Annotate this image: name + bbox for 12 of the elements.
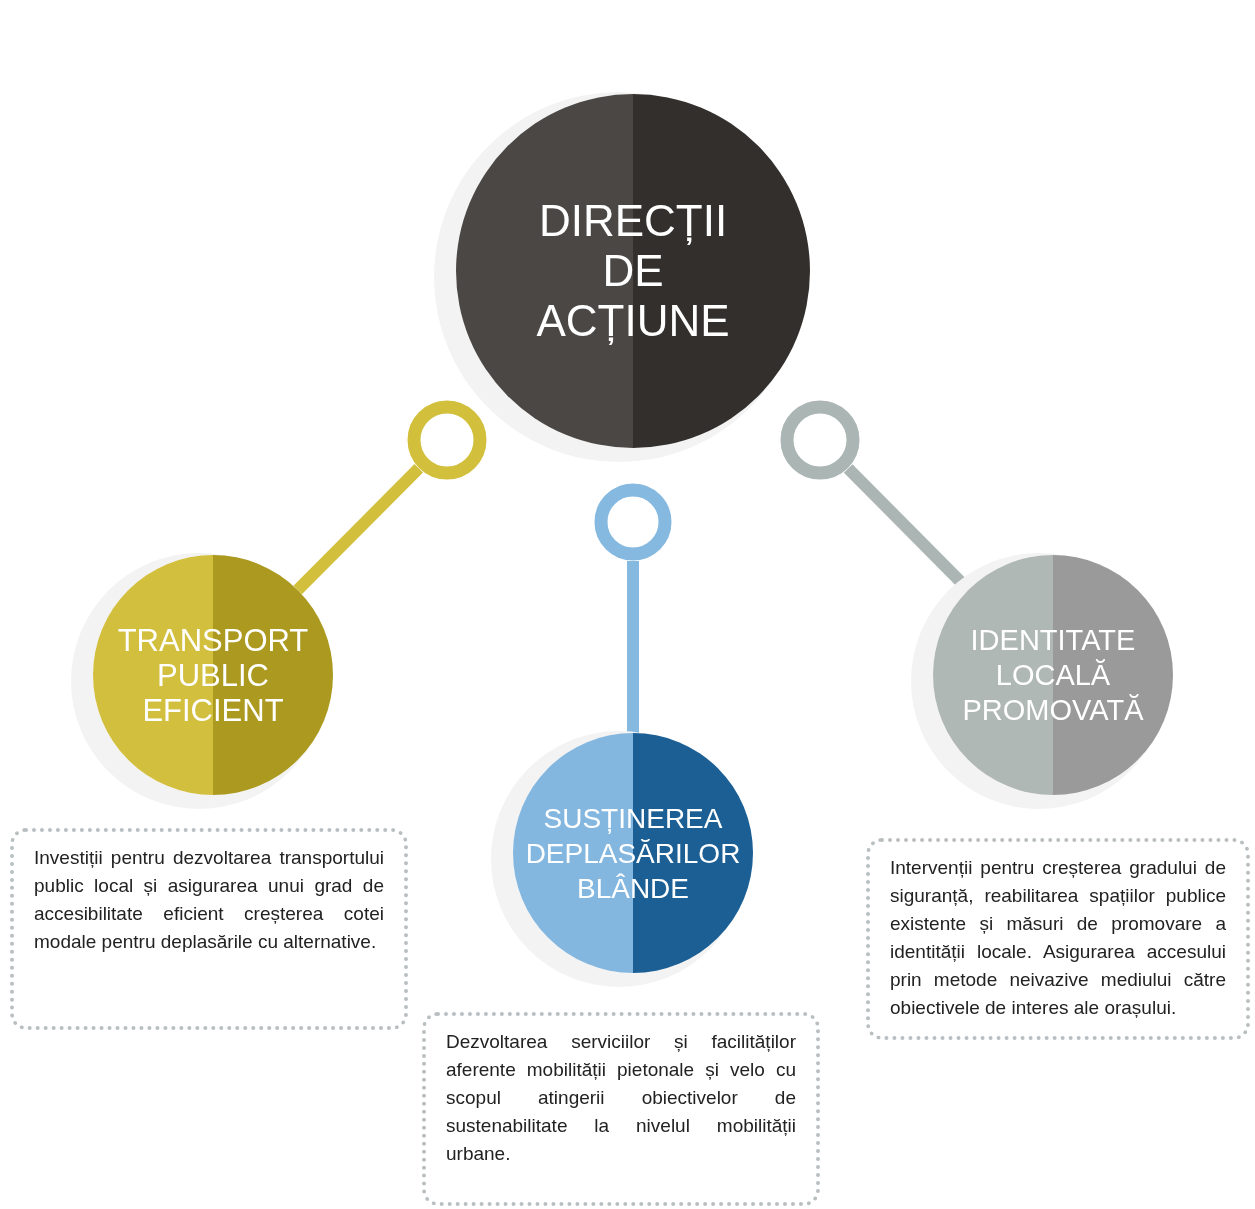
connector-line — [293, 464, 424, 595]
node-text: DIRECȚII DE ACȚIUNE — [535, 196, 731, 346]
text-box — [422, 1012, 820, 1206]
text-box — [10, 828, 408, 1030]
connector-line — [627, 561, 639, 733]
node-text: TRANSPORT PUBLIC EFICIENT — [116, 622, 310, 728]
node-text: Investiții pentru dezvoltarea transportului public local și asigurarea unui grad de accesibilitate eficient creșterea cotei modale pentru deplasările cu alternative. — [34, 846, 384, 954]
node-text: IDENTITATE LOCALĂ PROMOVATĂ — [961, 622, 1145, 728]
node-text: SUSȚINEREA DEPLASĂRILOR BLÂNDE — [524, 801, 742, 906]
node-text: Intervenții pentru creșterea gradului de siguranță, reabilitarea spațiilor publice existente și măsuri de promovare a identității locale. Asigurarea accesului prin metode neivazive mediului către obiectivele de interes ale orașului. — [890, 856, 1226, 1020]
text-box — [866, 838, 1250, 1040]
node-text: Dezvoltarea serviciilor și facilităților aferente mobilității pietonale și velo cu scopul atingerii obiectivelor de sustenabilitate la nivelul mobilității urbane. — [446, 1030, 796, 1166]
